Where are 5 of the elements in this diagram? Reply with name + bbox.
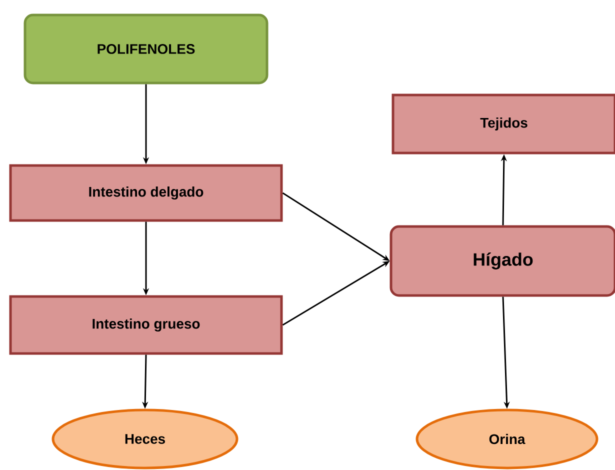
process-box: Intestino delgado — [9, 164, 283, 222]
terminal-box: POLIFENOLES — [24, 14, 268, 84]
process-box: Hígado — [390, 225, 615, 297]
process-box: Intestino grueso — [9, 295, 283, 355]
process-box: Tejidos — [392, 94, 615, 154]
